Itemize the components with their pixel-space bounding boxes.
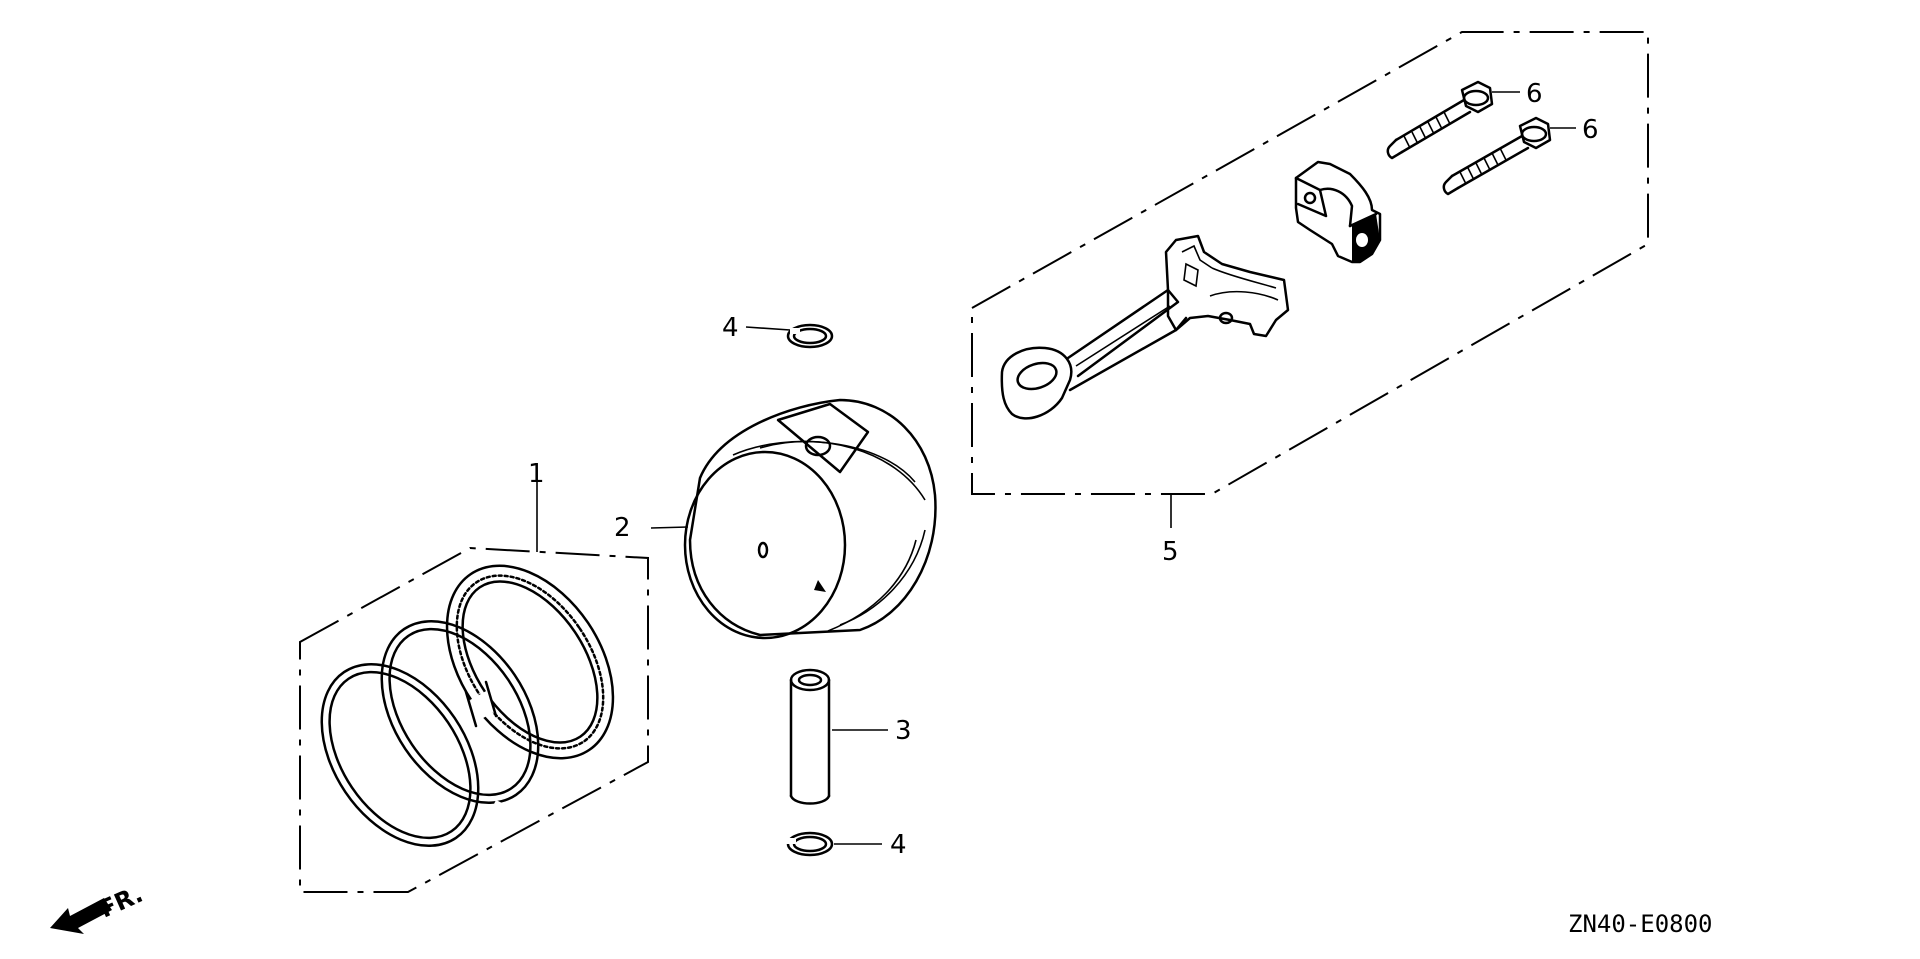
front-direction-indicator: FR. xyxy=(50,880,147,934)
leader-line-2 xyxy=(650,526,689,529)
connecting-rod-set-box xyxy=(971,31,1649,495)
pin-clip-bottom-group: 4 xyxy=(786,830,907,860)
compression-ring-second xyxy=(380,620,540,826)
pin-clip-top-group: 4 xyxy=(722,313,834,349)
front-arrow-icon xyxy=(50,898,112,934)
rod-bolt-b xyxy=(1442,116,1552,196)
rod-bolt-a xyxy=(1386,80,1494,160)
piston-pin xyxy=(789,668,831,805)
pin-clip-bottom xyxy=(786,831,834,857)
piston-group: 2 xyxy=(614,398,937,640)
pin-clip-top xyxy=(786,323,834,349)
compression-ring-top xyxy=(320,663,480,847)
callout-2: 2 xyxy=(614,513,631,543)
callout-1: 1 xyxy=(528,459,545,489)
front-label: FR. xyxy=(95,880,147,924)
callout-6a: 6 xyxy=(1526,79,1543,109)
callout-3: 3 xyxy=(895,716,912,746)
callout-5: 5 xyxy=(1162,537,1179,567)
piston xyxy=(683,398,937,640)
connecting-rod xyxy=(1000,234,1290,420)
piston-ring-set-box xyxy=(299,546,649,893)
connecting-rod-set-group: 5 xyxy=(971,31,1649,567)
callout-4-top: 4 xyxy=(722,313,739,343)
leader-line-4-top xyxy=(745,326,791,331)
piston-ring-set-group: 1 xyxy=(299,459,649,893)
drawing-code: ZN40-E0800 xyxy=(1568,910,1713,938)
piston-pin-group: 3 xyxy=(789,668,912,805)
oil-ring xyxy=(445,564,615,760)
callout-4-bottom: 4 xyxy=(890,830,907,860)
callout-6b: 6 xyxy=(1582,115,1599,145)
connecting-rod-cap xyxy=(1294,160,1382,264)
